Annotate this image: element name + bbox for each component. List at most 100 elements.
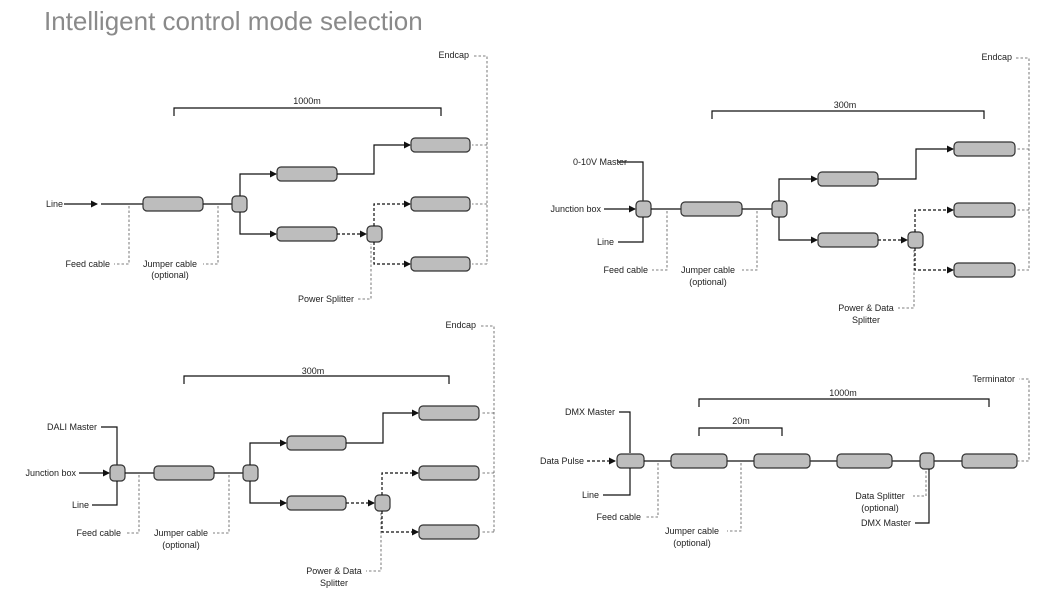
splitter-leader	[898, 250, 915, 309]
splitter-label-line1: Power & Data	[838, 303, 894, 313]
light-segment	[836, 453, 893, 469]
dimension-bracket	[173, 107, 442, 116]
light-segment	[953, 202, 1016, 218]
endcap-leader	[472, 55, 488, 265]
junction-box-label: Junction box	[550, 204, 601, 214]
line-label: Line	[597, 237, 614, 247]
diagram-power-splitter: 1000m Line Endcap Feed cable Jumper cabl…	[46, 50, 488, 304]
light-segment	[410, 137, 471, 153]
jumper-cable-label: Jumper cable	[681, 265, 735, 275]
data-splitter-node	[919, 452, 935, 470]
feed-cable-label: Feed cable	[76, 528, 121, 538]
master-label: 0-10V Master	[573, 157, 627, 167]
jumper-optional-label: (optional)	[162, 540, 200, 550]
master-node	[616, 453, 645, 469]
line-wire	[92, 481, 118, 506]
light-segment	[153, 465, 215, 481]
branch-dashed	[373, 242, 411, 268]
power-data-splitter-node	[907, 231, 924, 249]
feed-leader	[125, 475, 140, 534]
master-wire	[618, 161, 644, 202]
branch-to-end	[346, 409, 419, 444]
dimension-bracket	[183, 375, 450, 384]
feed-cable-label: Feed cable	[603, 265, 648, 275]
branch-lower	[239, 212, 277, 238]
power-data-splitter-node	[374, 494, 391, 512]
dimension-label: 1000m	[829, 388, 857, 398]
endcap-leader	[481, 325, 495, 533]
junction-box-label: Junction box	[25, 468, 76, 478]
branch-lower	[778, 217, 818, 244]
branch-lower	[249, 481, 287, 507]
light-segment	[418, 524, 480, 540]
light-segment	[276, 226, 338, 242]
dimension-bracket	[711, 110, 985, 119]
dmx-master-wire	[915, 469, 930, 524]
line-label: Line	[582, 490, 599, 500]
endcap-label: Endcap	[445, 320, 476, 330]
endcap-leader	[1016, 57, 1030, 271]
dimension-bracket	[698, 398, 990, 407]
branch-to-end	[878, 145, 954, 180]
splitter-leader	[366, 513, 382, 572]
branch-dashed	[381, 469, 419, 495]
feed-leader	[114, 206, 130, 265]
light-segment	[142, 196, 204, 212]
feed-leader	[652, 211, 668, 271]
dimension-label: 1000m	[293, 96, 321, 106]
branch-to-end	[337, 141, 411, 175]
splitter-node	[771, 200, 788, 218]
splitter-node	[231, 195, 248, 213]
data-pulse-label: Data Pulse	[540, 456, 584, 466]
jumper-leader	[742, 211, 758, 271]
diagram-0-10v: 300m 0-10V Master Junction box Line Endc…	[550, 52, 1030, 325]
jumper-cable-label: Jumper cable	[665, 526, 719, 536]
light-segment	[410, 196, 471, 212]
data-splitter-optional-label: (optional)	[861, 503, 899, 513]
jumper-cable-label: Jumper cable	[143, 259, 197, 269]
page-title: Intelligent control mode selection	[44, 6, 423, 36]
splitter-leader	[358, 244, 372, 300]
line-label: Line	[46, 199, 63, 209]
terminator-leader	[1017, 378, 1030, 462]
diagram-dmx: 1000m 20m DMX Master Data Pulse Line Ter…	[540, 374, 1030, 548]
feed-cable-label: Feed cable	[65, 259, 110, 269]
jumper-leader	[727, 463, 742, 532]
line-label: Line	[72, 500, 89, 510]
light-segment	[817, 171, 879, 187]
jumper-leader	[213, 475, 230, 534]
branch-dashed	[373, 200, 411, 226]
light-segment	[276, 166, 338, 182]
splitter-node	[242, 464, 259, 482]
terminator-label: Terminator	[972, 374, 1015, 384]
branch-upper	[778, 175, 818, 201]
feed-leader	[645, 463, 659, 518]
light-segment	[286, 435, 347, 451]
branch-upper	[239, 170, 277, 196]
branch-dashed	[381, 511, 419, 536]
master-wire	[619, 411, 631, 453]
light-segment	[670, 453, 728, 469]
jumper-optional-label: (optional)	[689, 277, 727, 287]
power-splitter-label: Power Splitter	[298, 294, 354, 304]
branch-upper	[249, 439, 287, 465]
light-segment	[286, 495, 347, 511]
light-segment	[680, 201, 743, 217]
splitter-label-line2: Splitter	[852, 315, 880, 325]
branch-dashed	[914, 248, 954, 274]
junction-box-node	[109, 464, 126, 482]
line-wire	[618, 217, 644, 243]
dimension-label: 300m	[834, 100, 857, 110]
dimension-bracket-small	[698, 427, 783, 436]
light-segment	[418, 405, 480, 421]
power-splitter-node	[366, 225, 383, 243]
data-splitter-label: Data Splitter	[855, 491, 905, 501]
light-segment	[953, 262, 1016, 278]
light-segment	[817, 232, 879, 248]
light-segment	[961, 453, 1018, 469]
data-splitter-leader	[913, 471, 927, 497]
master-label: DALI Master	[47, 422, 97, 432]
light-segment	[953, 141, 1016, 157]
line-wire	[603, 468, 631, 496]
